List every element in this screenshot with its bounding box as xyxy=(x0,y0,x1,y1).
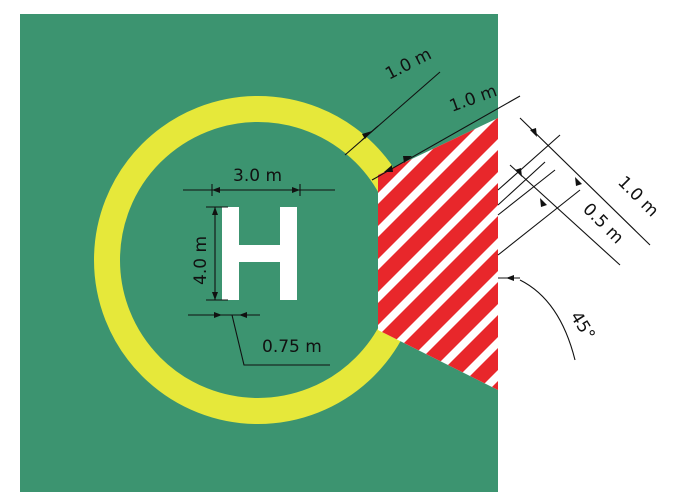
h-height-label: 4.0 m xyxy=(191,236,211,285)
stripe-extension-lines xyxy=(497,117,651,266)
dimension-stripe-gap: 0.5 m xyxy=(515,168,627,248)
red-stripe xyxy=(624,100,676,420)
h-stroke-label: 0.75 m xyxy=(262,337,322,357)
dimension-h-width: 3.0 m xyxy=(183,166,335,196)
stripe-gap-label: 0.5 m xyxy=(578,199,627,248)
red-stripe xyxy=(378,118,498,390)
stripe-angle-label: 45° xyxy=(566,308,599,344)
dimension-h-height: 4.0 m xyxy=(191,206,228,301)
red-stripe xyxy=(591,100,676,420)
red-stripe xyxy=(657,100,676,420)
red-stripe xyxy=(378,118,498,390)
red-stripe xyxy=(492,118,498,390)
red-stripe xyxy=(378,118,498,390)
red-stripe xyxy=(378,118,498,390)
red-stripe xyxy=(393,118,498,390)
red-stripe xyxy=(378,118,498,390)
red-stripe xyxy=(378,118,471,390)
red-stripe xyxy=(525,100,676,420)
stripe-width-label: 1.0 m xyxy=(613,172,662,221)
red-stripe xyxy=(558,100,676,420)
dimension-stripe-angle: 45° xyxy=(498,275,599,361)
dimension-h-stroke: 0.75 m xyxy=(188,312,330,366)
h-width-label: 3.0 m xyxy=(233,166,282,186)
red-stripe xyxy=(378,118,498,390)
helipad-h-marking xyxy=(222,207,297,300)
